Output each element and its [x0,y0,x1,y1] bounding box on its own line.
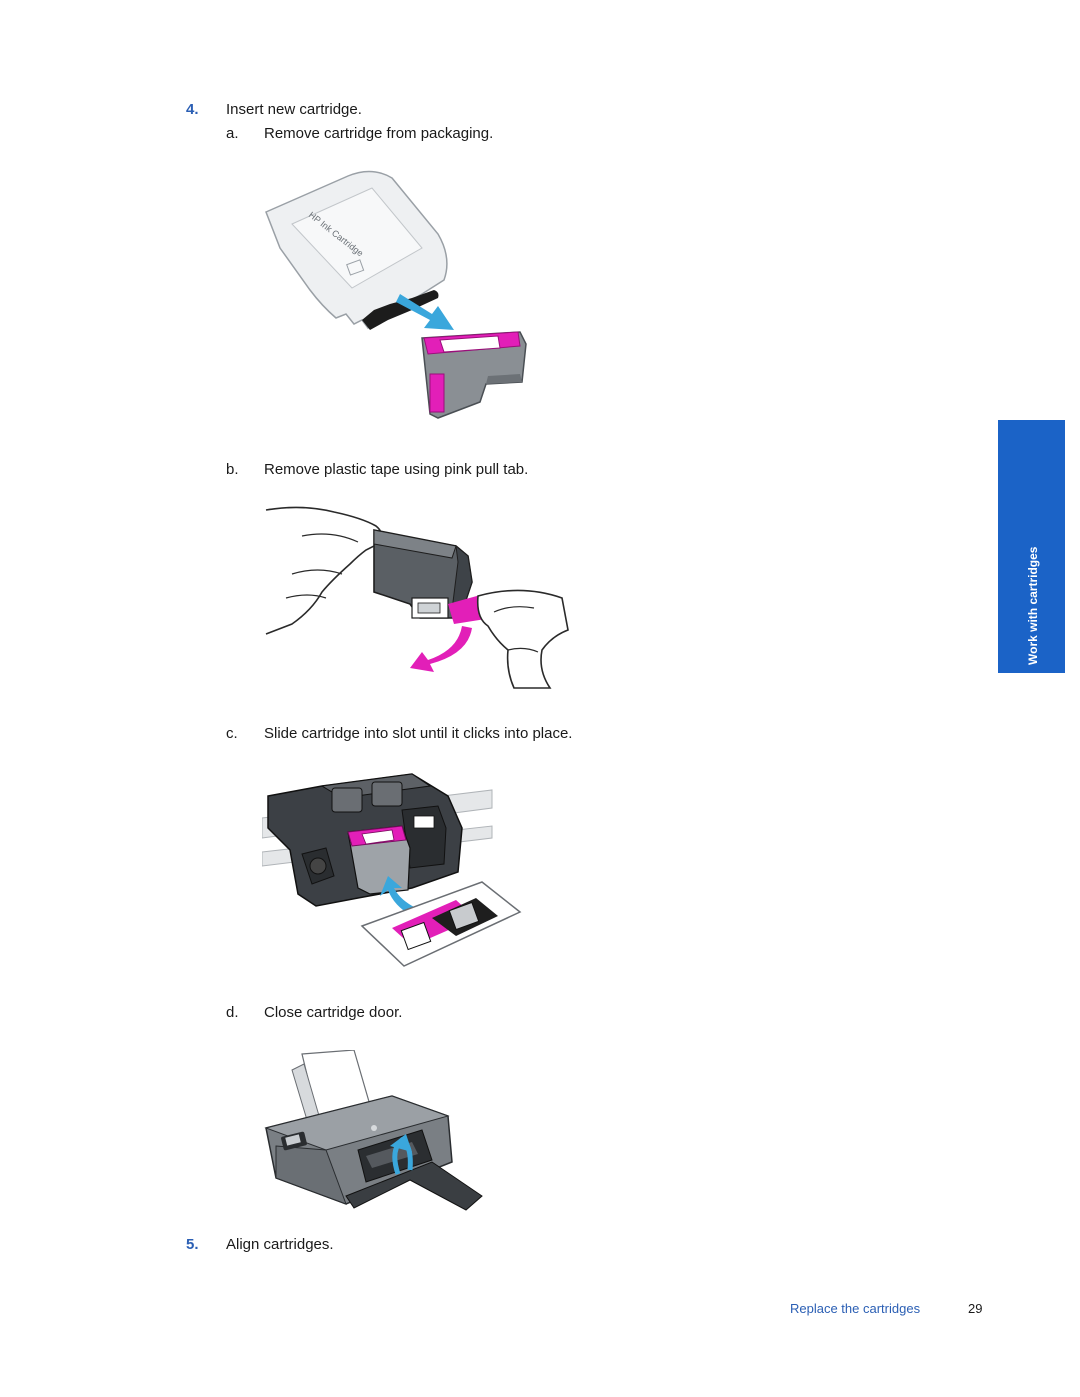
substep-b-text: Remove plastic tape using pink pull tab. [264,461,529,478]
step-5-number: 5. [186,1236,199,1253]
step-5-text: Align cartridges. [226,1236,334,1253]
cartridge-packaging-illustration: HP Ink Cartridge [265,170,527,419]
substep-a-text: Remove cartridge from packaging. [264,125,494,142]
pull-tab-illustration [265,506,569,689]
step-4-number: 4. [186,101,199,118]
substep-c-text: Slide cartridge into slot until it click… [264,725,573,742]
footer-page-number: 29 [968,1301,983,1316]
substep-d-text: Close cartridge door. [264,1004,403,1021]
substep-c-letter: c. [226,725,238,742]
substep-b-letter: b. [226,461,239,478]
substep-a-letter: a. [226,125,239,142]
footer-section-title: Replace the cartridges [790,1301,921,1316]
chapter-side-tab[interactable]: Work with cartridges [998,420,1065,673]
chapter-side-tab-label: Work with cartridges [1025,546,1040,665]
printer-door-illustration [264,1050,483,1211]
cartridge-slot-illustration [262,773,522,967]
step-4-text: Insert new cartridge. [226,101,362,118]
substep-d-letter: d. [226,1004,239,1021]
